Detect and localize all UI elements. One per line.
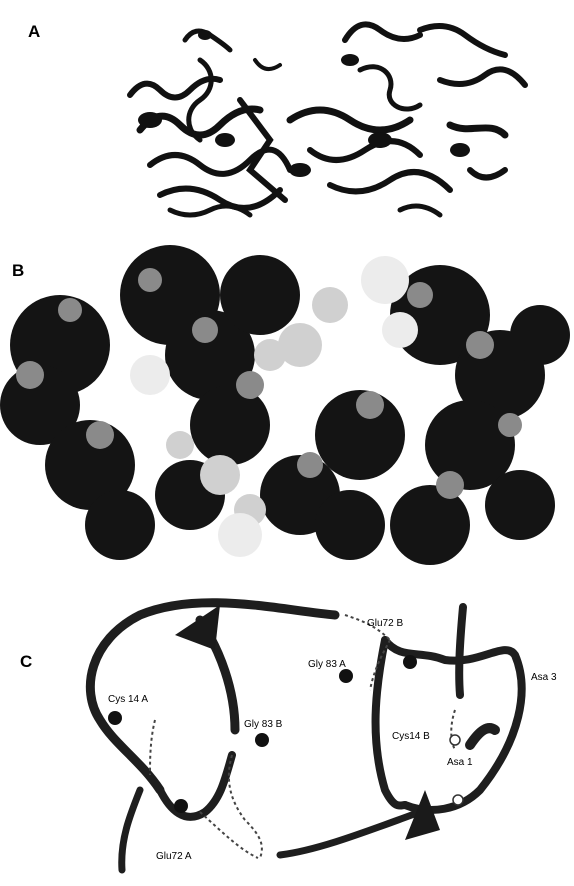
residue-label-asa3: Asa 3 — [531, 672, 557, 683]
panel-label-a: A — [28, 22, 41, 41]
residue-label-cys14-b: Cys14 B — [392, 731, 430, 742]
residue-label-gly83-b: Gly 83 B — [244, 719, 283, 730]
space-filling-model-figure — [0, 245, 570, 565]
panel-label-c: C — [20, 652, 33, 671]
residue-label-glu72-a: Glu72 A — [156, 851, 192, 862]
residue-label-asa1: Asa 1 — [447, 757, 473, 768]
residue-label-cys14-a: Cys 14 A — [108, 694, 148, 705]
ribbon-structure-figure — [127, 21, 528, 218]
residue-label-glu72-b: Glu72 B — [367, 618, 403, 629]
disulfide-loop-diagram: Glu72 B Gly 83 A Asa 3 Cys 14 A Gly 83 B… — [85, 598, 557, 874]
residue-label-gly83-a: Gly 83 A — [308, 659, 346, 670]
panel-label-b: B — [12, 261, 25, 280]
